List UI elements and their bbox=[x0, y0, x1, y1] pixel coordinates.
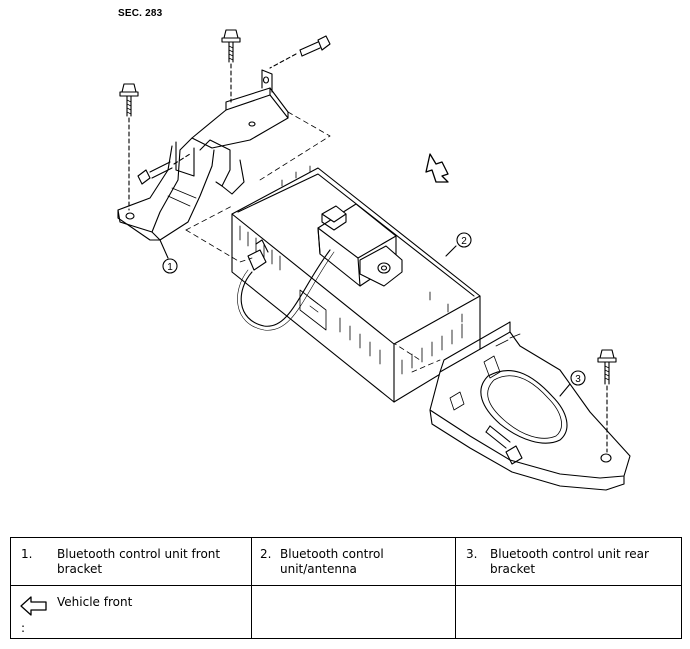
legend-cell-2: 2. Bluetooth control unit/antenna bbox=[251, 537, 456, 586]
bolt-top-left bbox=[221, 29, 241, 103]
legend-number: 2. bbox=[260, 547, 272, 561]
bolt-right bbox=[597, 349, 617, 453]
exploded-assembly-diagram: 1 2 3 bbox=[117, 29, 631, 491]
legend-row: 1. Bluetooth control unit front bracket … bbox=[10, 537, 682, 586]
rear-bracket bbox=[429, 321, 631, 491]
callout-3: 3 bbox=[559, 370, 586, 397]
alignment-lines bbox=[185, 111, 441, 373]
callout-3-label: 3 bbox=[575, 374, 581, 385]
legend-number: 1. bbox=[21, 547, 33, 561]
legend-cell-3: 3. Bluetooth control unit rear bracket bbox=[455, 537, 682, 586]
legend-cell-1: 1. Bluetooth control unit front bracket bbox=[10, 537, 252, 586]
legend-empty-cell bbox=[455, 585, 682, 639]
parts-legend-table: 1. Bluetooth control unit front bracket … bbox=[10, 537, 682, 639]
screw-top-right bbox=[269, 35, 331, 69]
bluetooth-control-unit bbox=[231, 165, 481, 403]
legend-empty-cell bbox=[251, 585, 456, 639]
callout-2: 2 bbox=[445, 232, 472, 257]
callout-1: 1 bbox=[159, 239, 178, 274]
legend-number: 3. bbox=[466, 547, 478, 561]
symbol-separator: : bbox=[21, 621, 26, 635]
front-bracket bbox=[117, 69, 289, 241]
legend-symbol-cell: : Vehicle front bbox=[10, 585, 252, 639]
vehicle-front-arrow-icon bbox=[20, 596, 47, 616]
callout-1-label: 1 bbox=[167, 262, 173, 273]
legend-text: Bluetooth control unit/antenna bbox=[280, 547, 384, 576]
vehicle-front-arrow-icon bbox=[425, 153, 449, 183]
section-label: SEC. 283 bbox=[118, 8, 163, 19]
legend-text: Bluetooth control unit rear bracket bbox=[490, 547, 649, 576]
screw-rear-bracket bbox=[485, 425, 523, 465]
legend-symbol-row: : Vehicle front bbox=[10, 585, 682, 639]
bolt-left bbox=[119, 83, 139, 211]
legend-text: Bluetooth control unit front bracket bbox=[57, 547, 221, 576]
callout-2-label: 2 bbox=[461, 236, 467, 247]
legend-text: Vehicle front bbox=[57, 595, 133, 609]
screw-left bbox=[137, 153, 191, 185]
